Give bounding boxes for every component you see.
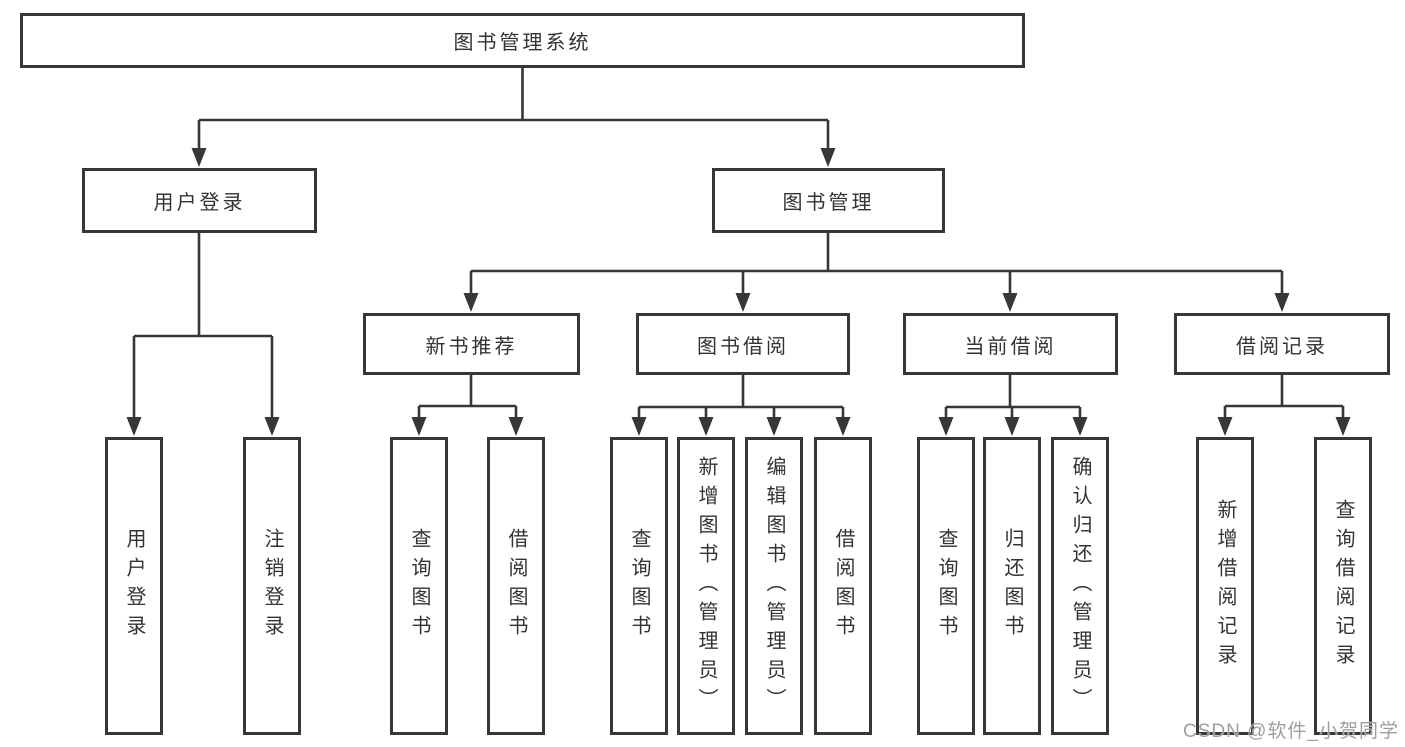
arrowhead-icon [835, 417, 851, 436]
node-book-borrowing: 图书借阅 [636, 313, 850, 375]
leaf-add-borrow-record: 新增借阅记录 [1196, 437, 1254, 735]
arrowhead-icon [191, 148, 207, 167]
node-user-login: 用户登录 [82, 168, 317, 233]
arrowhead-icon [463, 293, 479, 312]
arrowhead-icon [126, 417, 142, 436]
node-new-book-recommend: 新书推荐 [363, 313, 580, 375]
leaf-borrow-books-recommend: 借阅图书 [487, 437, 545, 735]
leaf-add-books-admin: 新增图书（管理员） [677, 437, 735, 735]
arrowheads [126, 148, 1351, 436]
leaf-query-books-borrowing: 查询图书 [610, 437, 668, 735]
node-library-management-system: 图书管理系统 [20, 13, 1025, 68]
leaf-user-login: 用户登录 [105, 437, 163, 735]
arrowhead-icon [508, 417, 524, 436]
leaf-return-books: 归还图书 [983, 437, 1041, 735]
leaf-query-borrow-record: 查询借阅记录 [1314, 437, 1372, 735]
arrowhead-icon [1072, 417, 1088, 436]
arrowhead-icon [735, 293, 751, 312]
tree-edges [132, 68, 1345, 421]
arrowhead-icon [698, 417, 714, 436]
arrowhead-icon [631, 417, 647, 436]
arrowhead-icon [1335, 417, 1351, 436]
leaf-confirm-return-admin: 确认归还（管理员） [1051, 437, 1109, 735]
arrowhead-icon [1217, 417, 1233, 436]
csdn-watermark: CSDN @软件_小贺同学 [1183, 721, 1399, 742]
leaf-logout: 注销登录 [243, 437, 301, 735]
leaf-borrow-books: 借阅图书 [814, 437, 872, 735]
arrowhead-icon [411, 417, 427, 436]
arrowhead-icon [820, 148, 836, 167]
arrowhead-icon [1002, 293, 1018, 312]
arrowhead-icon [938, 417, 954, 436]
node-book-management: 图书管理 [712, 168, 945, 233]
arrowhead-icon [766, 417, 782, 436]
arrowhead-icon [264, 417, 280, 436]
leaf-edit-books-admin: 编辑图书（管理员） [745, 437, 803, 735]
node-borrowing-records: 借阅记录 [1174, 313, 1390, 375]
leaf-query-books-recommend: 查询图书 [390, 437, 448, 735]
arrowhead-icon [1004, 417, 1020, 436]
node-current-borrowing: 当前借阅 [903, 313, 1118, 375]
leaf-query-books-current: 查询图书 [917, 437, 975, 735]
arrowhead-icon [1274, 293, 1290, 312]
